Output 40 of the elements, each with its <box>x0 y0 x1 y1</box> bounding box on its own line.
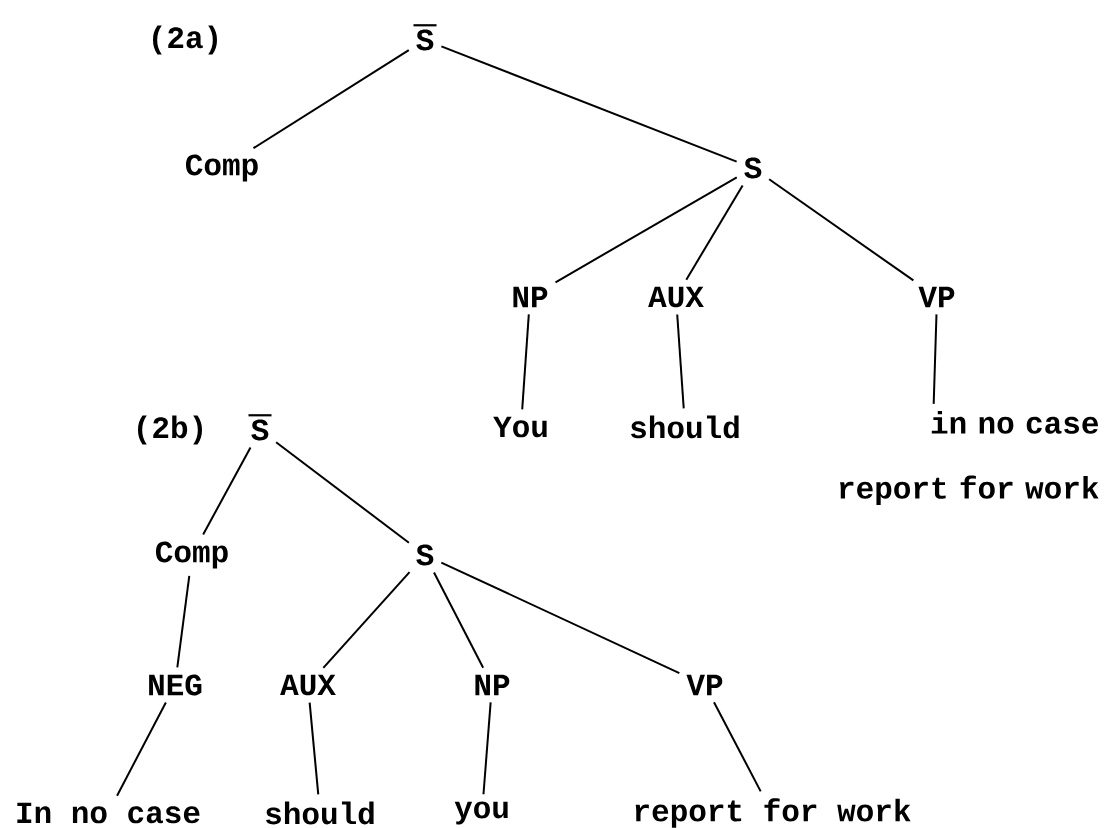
tree-label: VP <box>918 286 955 308</box>
word-text: you <box>454 801 508 825</box>
tree-label: AUX <box>280 674 336 696</box>
tree-branch <box>433 571 485 669</box>
tree-branch <box>176 574 191 669</box>
tree-label: VP <box>686 674 723 696</box>
tree-label: NP <box>513 286 548 308</box>
tree-branch <box>202 446 252 536</box>
tree-branch <box>685 184 744 281</box>
tree-label: Comp <box>156 541 228 569</box>
word-text: In no case <box>17 802 200 824</box>
tree-label: Comp <box>186 154 258 182</box>
tree-branch <box>932 313 938 405</box>
word-text: report for work <box>635 798 911 828</box>
tree-label: S <box>744 157 762 179</box>
tree-branch <box>482 701 492 796</box>
tree-label: AUX <box>648 286 704 308</box>
tree-branch <box>676 313 685 410</box>
tree-branch <box>521 313 530 411</box>
tree-branch <box>713 701 762 793</box>
word-text: should <box>631 415 739 439</box>
tree-branch <box>308 701 320 796</box>
tree-label: S <box>413 24 437 51</box>
tree-branch <box>554 176 738 284</box>
word-text: should <box>266 801 374 825</box>
tree-branch <box>322 571 411 669</box>
tree-label: S <box>416 544 434 566</box>
tree-branch <box>275 441 410 544</box>
phrase-text: in no case report for work <box>840 411 1099 505</box>
tree-branch <box>768 178 915 282</box>
example-number: (2b) <box>138 415 202 445</box>
tree-label: NEG <box>149 674 202 696</box>
tree-branch <box>440 561 681 675</box>
tree-branch <box>116 701 167 797</box>
tree-branch <box>440 45 738 163</box>
tree-label: S <box>248 414 272 441</box>
example-number: (2a) <box>153 25 217 55</box>
tree-branch <box>252 49 410 150</box>
tree-label: NP <box>475 674 510 696</box>
word-text: You <box>493 416 547 438</box>
